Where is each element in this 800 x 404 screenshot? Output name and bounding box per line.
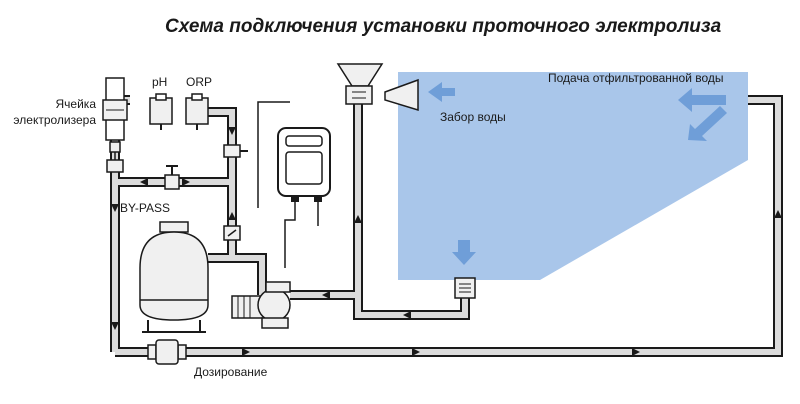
flow-arrow-icon [182,178,190,186]
flow-arrow-icon [774,210,782,218]
valve-icon [223,225,241,241]
pool-area [398,72,748,280]
pump-icon [231,281,291,329]
inlet-nozzle-icon [336,63,419,112]
blue-flow-arrow-icon [428,82,455,102]
bypass-label: BY-PASS [120,201,170,215]
skimmer-icon [454,277,476,299]
sensor-icon [149,93,173,130]
blue-flow-arrow-icon [452,240,476,265]
cell-label-line1: Ячейка [56,97,97,111]
blue-flow-arrow-icon [688,106,727,141]
sensor-icon [185,93,209,130]
blue-flow-arrow-icon [678,88,726,112]
flow-arrow-icon [632,348,640,356]
valve-icon [164,165,180,190]
diagram-title: Схема подключения установки проточного э… [165,16,722,37]
flow-arrow-icon [403,311,411,319]
flow-arrow-icon [111,322,119,330]
control-box-icon [277,127,331,202]
control-wire [257,101,290,208]
flow-arrow-icon [228,127,236,135]
valve-icon [223,144,248,158]
filter-tank-icon [139,221,209,333]
dosing-label: Дозирование [194,365,268,379]
flow-arrow-icon [322,291,330,299]
control-wire [284,196,296,268]
dosing-unit [147,339,187,365]
flow-arrow-icon [354,215,362,223]
orp-label: ORP [186,75,212,89]
supply-label: Подача отфильтрованной воды [548,71,724,85]
flow-arrow-icon [242,348,250,356]
flow-arrow-icon [140,178,148,186]
intake-label-top: Забор воды [440,110,506,124]
flow-arrow-icon [111,204,119,212]
flow-arrow-icon [412,348,420,356]
cell-label-line2: электролизера [13,113,96,127]
electrolysis-cell [102,77,128,173]
ph-label: pH [152,75,167,89]
flow-arrow-icon [228,212,236,220]
